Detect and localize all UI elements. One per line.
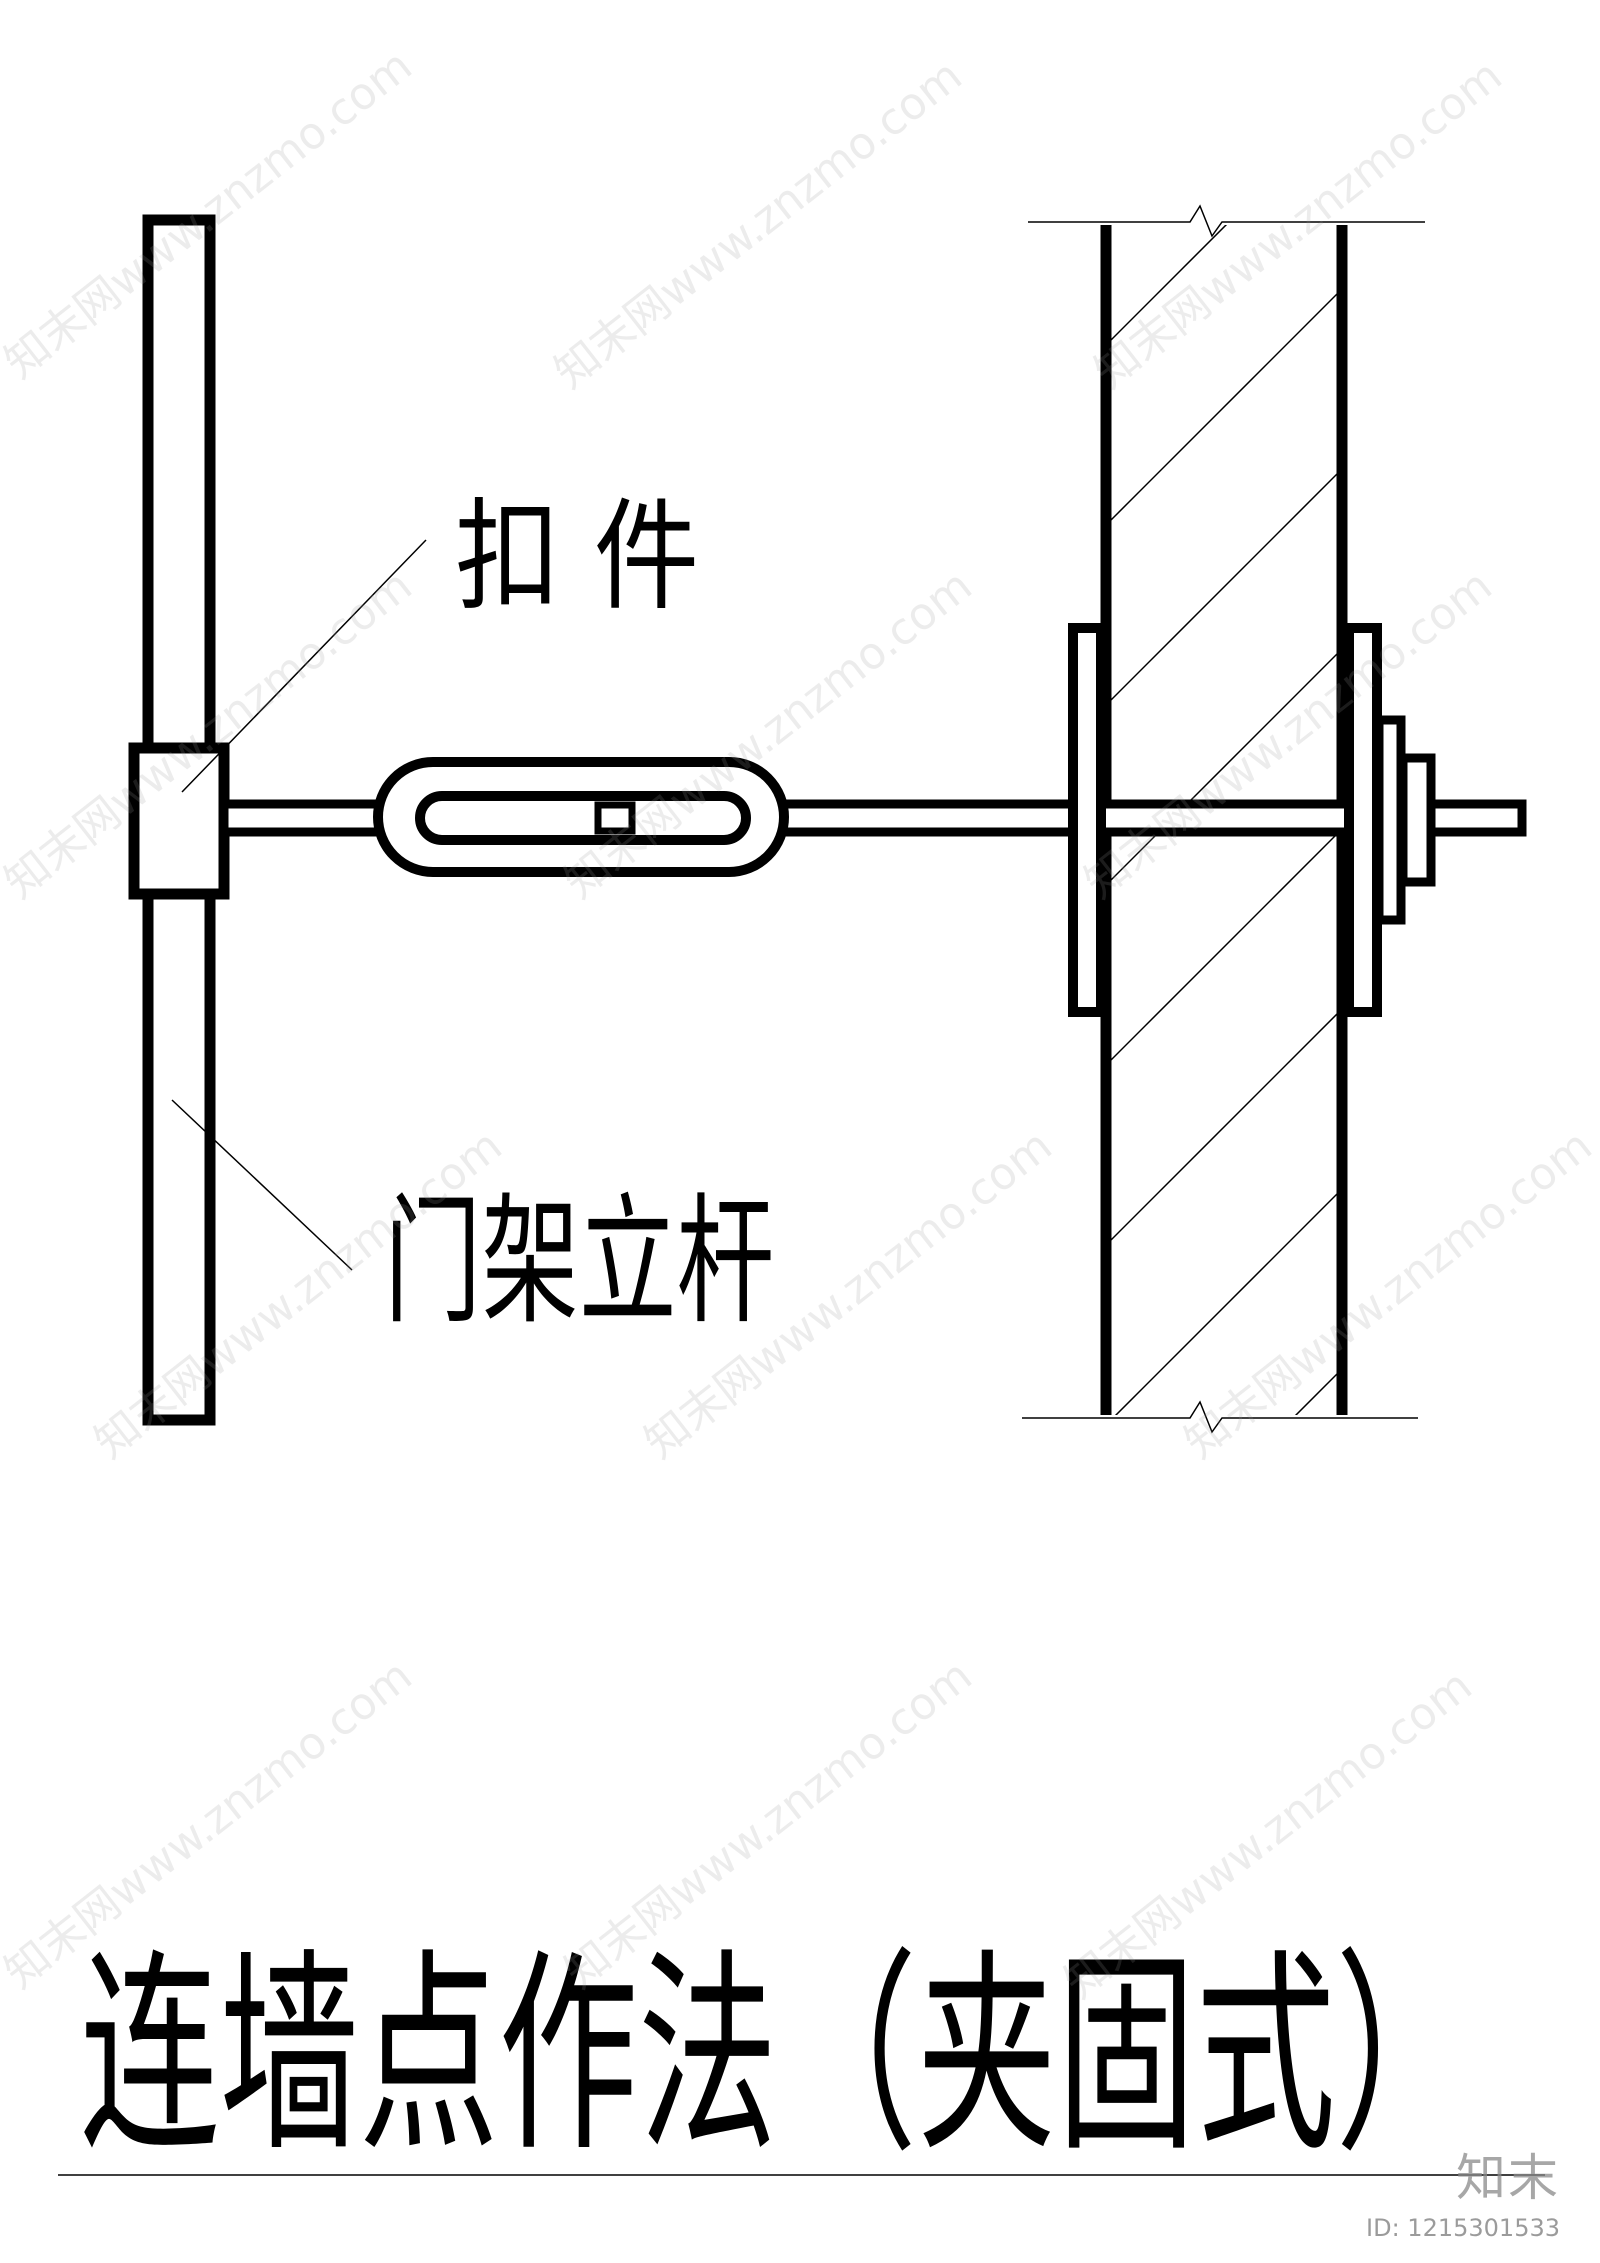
leader-line-frame-post [171, 1099, 353, 1271]
watermark: 知末网www.znzmo.com [1075, 560, 1501, 909]
nut [1398, 753, 1436, 887]
inner-clamp-plate [1068, 623, 1106, 1017]
label-coupler: 扣 件 [455, 488, 699, 627]
leader-line-coupler [181, 539, 427, 793]
washer [1374, 715, 1406, 925]
watermark-layer: 知末网www.znzmo.com 知末网www.znzmo.com 知末网www… [0, 40, 1600, 2009]
watermark: 知末网www.znzmo.com [1175, 1120, 1600, 1469]
label-frame-post: 门架立杆 [384, 1181, 774, 1344]
wall-top-break-line [1028, 204, 1425, 238]
watermark: 知末网www.znzmo.com [545, 50, 971, 399]
brand-block: 知末 ID: 1215301533 [1366, 2138, 1560, 2242]
watermark: 知末网www.znzmo.com [1085, 50, 1511, 399]
wall-bottom-break-line [1022, 1400, 1418, 1434]
brand-logo: 知末 [1456, 2149, 1560, 2207]
drawing-id: ID: 1215301533 [1366, 2214, 1560, 2242]
drawing-title: 连墙点作法（夹固式） [80, 1930, 1475, 2181]
turnbuckle [373, 757, 789, 877]
wall-hatch [1106, 225, 1342, 1415]
